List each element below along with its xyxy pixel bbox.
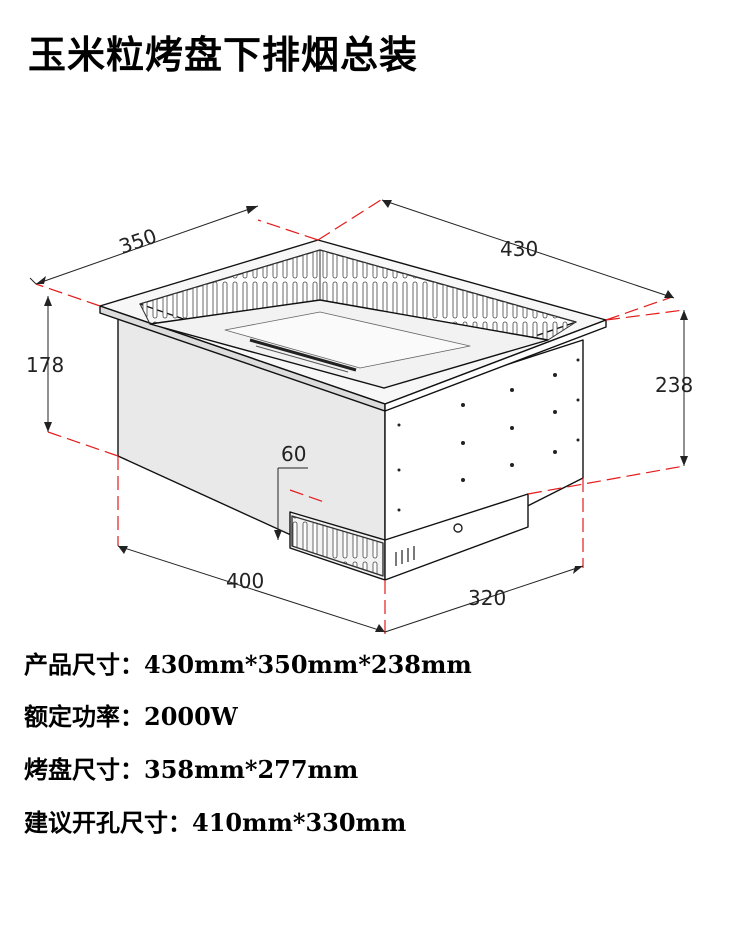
page-title: 玉米粒烤盘下排烟总装 xyxy=(28,33,419,77)
vent-small-slots xyxy=(395,546,415,566)
dim-step: 60 xyxy=(281,442,306,466)
spec-value: 358mm*277mm xyxy=(144,755,359,784)
dim-top-width: 430 xyxy=(500,237,538,261)
spec-rated-power: 额定功率：2000W xyxy=(24,697,238,732)
spec-value: 2000W xyxy=(144,702,238,731)
dimension-arrows xyxy=(36,200,688,632)
spec-value: 430mm*350mm*238mm xyxy=(144,650,472,679)
vent-box-right xyxy=(384,493,529,581)
dim-top-depth: 350 xyxy=(116,224,160,259)
spec-product-size: 产品尺寸：430mm*350mm*238mm xyxy=(24,645,472,680)
vent-slots xyxy=(291,515,384,577)
extension-lines xyxy=(35,197,685,636)
spec-grill-size: 烤盘尺寸：358mm*277mm xyxy=(24,750,358,785)
power-knob xyxy=(453,523,463,533)
dim-bottom-width: 400 xyxy=(226,569,264,593)
spec-label: 建议开孔尺寸： xyxy=(24,808,192,837)
dim-bottom-depth: 320 xyxy=(468,586,506,610)
grill-body xyxy=(99,239,607,581)
spec-label: 产品尺寸： xyxy=(24,650,144,679)
dim-total-height: 238 xyxy=(655,373,693,397)
screw-dots xyxy=(397,358,580,512)
flange-front-edge-right xyxy=(384,319,607,412)
spec-label: 额定功率： xyxy=(24,702,144,731)
dimension-lines xyxy=(29,199,685,633)
dim-upper-height: 178 xyxy=(26,353,64,377)
spec-value: 410mm*330mm xyxy=(192,808,407,837)
drip-channel xyxy=(249,338,357,372)
spec-label: 烤盘尺寸： xyxy=(24,755,144,784)
spec-cutout-size: 建议开孔尺寸：410mm*330mm xyxy=(24,803,406,838)
grill-plate-inset xyxy=(224,311,471,369)
